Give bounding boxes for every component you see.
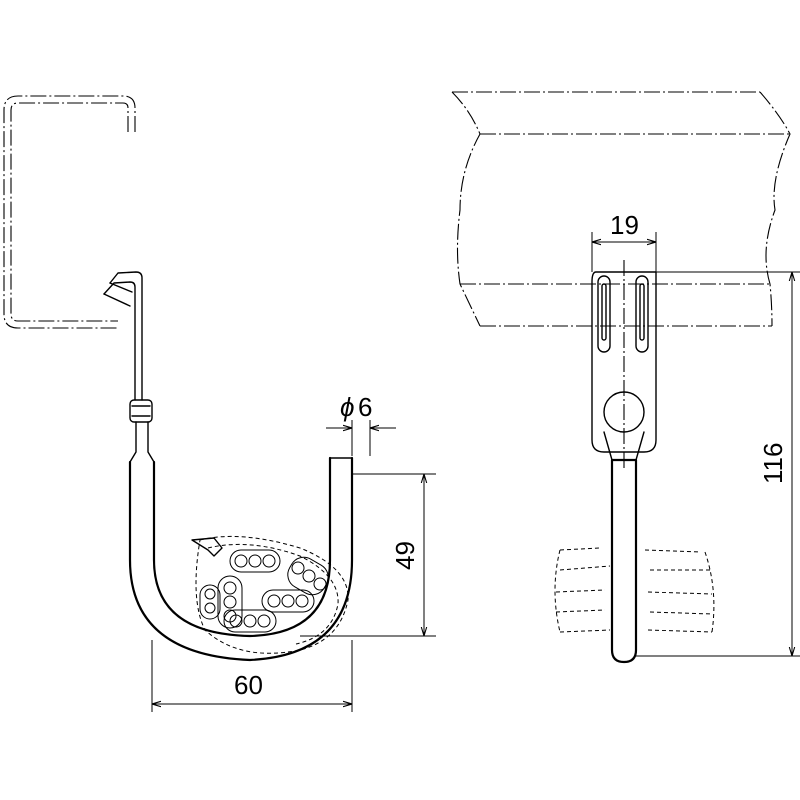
j-hook-wire — [128, 456, 354, 662]
dim-diameter-label: 6 — [358, 392, 372, 422]
front-clip — [591, 271, 657, 453]
front-wire — [610, 458, 638, 664]
channel-outline — [3, 95, 136, 329]
cable-bundle — [195, 535, 349, 654]
front-view: 19 116 — [451, 91, 800, 664]
front-bolt — [603, 391, 645, 433]
flat-cables — [199, 549, 329, 633]
dim-width-label: 60 — [234, 670, 263, 700]
bolt — [129, 399, 153, 423]
beam-outline — [452, 91, 790, 327]
cable-tie — [191, 537, 223, 557]
dim-clip-width-label: 19 — [610, 210, 639, 240]
dim-hook-height-label: 49 — [390, 541, 420, 570]
dim-diameter-symbol: ϕ — [340, 392, 354, 422]
dim-total-height-label: 116 — [758, 443, 788, 484]
clip-bracket — [109, 271, 143, 401]
side-view: 60 49 ϕ 6 — [3, 95, 436, 712]
front-cables — [555, 547, 713, 633]
